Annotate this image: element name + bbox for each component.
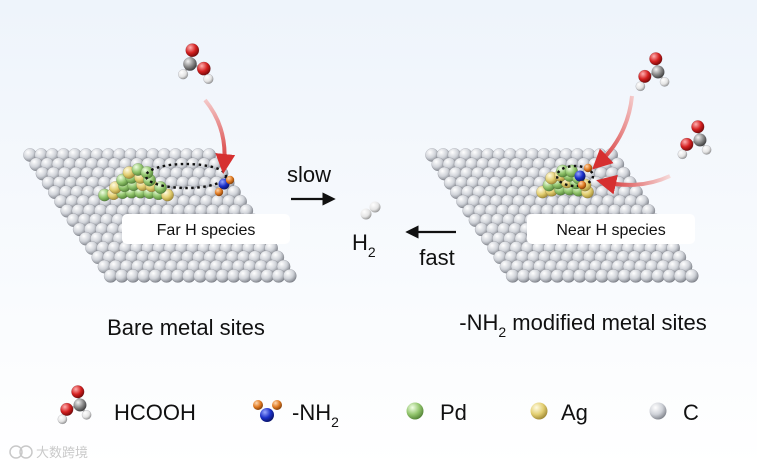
hydrogen-atom (677, 149, 688, 160)
carbon-atom (282, 269, 297, 283)
legend-ag-icon (530, 402, 548, 420)
legend-hcooh-icon (57, 385, 92, 425)
hydrogen-atom (635, 81, 646, 92)
oxygen-atom (649, 52, 663, 66)
oxygen-atom (60, 402, 74, 416)
watermark-logo: 大数跨境 (9, 445, 88, 460)
oxygen-atom (680, 137, 694, 151)
fast-label: fast (419, 245, 454, 270)
h2-molecule (360, 201, 381, 220)
hydrogen-atom (659, 77, 670, 87)
hydrogen-atom (203, 73, 214, 84)
carbon-atom (651, 65, 665, 79)
legend-hcooh-label: HCOOH (114, 400, 196, 425)
near-h-label: Near H species (556, 222, 665, 239)
legend-c-icon (649, 402, 667, 420)
modified-metal-caption: -NH2 modified metal sites (459, 310, 706, 340)
legend-pd-icon (406, 402, 424, 420)
hcooh-approach-arrow-right-side (596, 174, 671, 195)
legend-ag-label: Ag (561, 400, 588, 425)
hydrogen-atom (701, 145, 712, 155)
slow-label: slow (287, 162, 331, 187)
hcooh-molecule-left (178, 43, 214, 84)
h2-product-label: H2 (352, 230, 376, 260)
legend-pd-label: Pd (440, 400, 467, 425)
far-h-dotted-path (144, 162, 228, 190)
bare-metal-caption: Bare metal sites (107, 315, 265, 340)
hydrogen-atom (81, 410, 92, 420)
bare-pdag-cluster (98, 163, 174, 202)
hcooh-molecule-right-top (635, 52, 670, 92)
legend-nh2-icon (253, 400, 282, 422)
oxygen-atom (71, 385, 85, 399)
carbon-atom (73, 398, 87, 412)
oxygen-atom (691, 120, 705, 134)
carbon-atom (685, 269, 699, 283)
hcooh-approach-arrow-right-top (592, 95, 634, 170)
carbon-atom (693, 133, 707, 147)
oxygen-atom (196, 61, 211, 76)
hydrogen-atom (178, 69, 189, 80)
near-h-dotted-path (555, 164, 595, 188)
carbon-atom (183, 57, 197, 71)
legend-c-label: C (683, 400, 699, 425)
watermark-text: 大数跨境 (36, 445, 88, 460)
hcooh-approach-arrow-left (203, 98, 236, 174)
near-h-label-box (527, 214, 695, 244)
far-h-label: Far H species (157, 222, 256, 239)
hcooh-molecule-right-side (677, 120, 712, 160)
nh2-group-left (214, 175, 235, 197)
legend-nh2-label: -NH2 (292, 400, 339, 430)
nh2-group-right (574, 163, 593, 190)
oxygen-atom (185, 43, 200, 58)
oxygen-atom (638, 69, 652, 83)
hydrogen-atom (57, 414, 68, 425)
far-h-label-box (122, 214, 290, 244)
